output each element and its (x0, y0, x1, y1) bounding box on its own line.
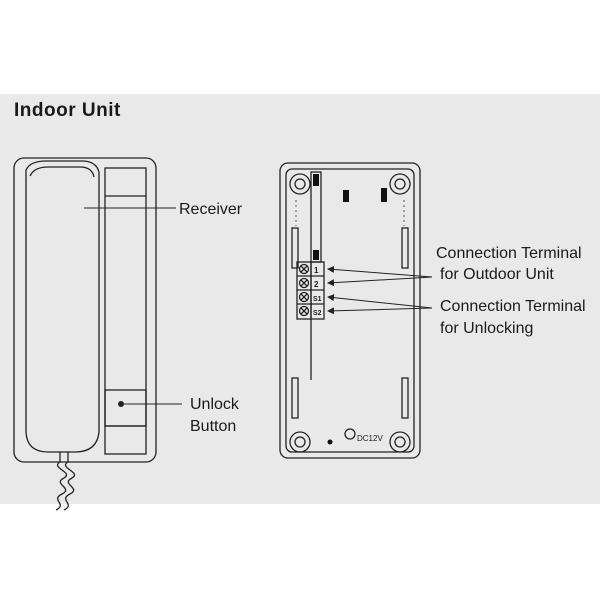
screw-boss-top-right (389, 173, 411, 195)
terminal-label-1: 1 (314, 266, 319, 275)
back-housing (279, 162, 421, 459)
terminal-screw-1-cross (300, 265, 308, 273)
terminal-label-s1: S1 (313, 296, 322, 303)
mount-slot-right (381, 188, 387, 202)
front-housing (13, 157, 157, 463)
outdoor-terminal-label-line2: for Outdoor Unit (440, 266, 554, 283)
channel-clip-top (313, 174, 319, 186)
back-view (279, 162, 421, 459)
back-inner-frame (285, 168, 415, 453)
rail-left-bottom (291, 377, 299, 419)
coiled-cord (55, 461, 67, 511)
arrow-outdoor-2 (327, 276, 433, 287)
terminal-screw-s1-cross (300, 293, 308, 301)
mic-hole (327, 439, 333, 445)
unlocking-terminal-label-line1: Connection Terminal (440, 298, 586, 315)
back-texture-lines (295, 200, 405, 226)
mount-slot-left (343, 190, 349, 202)
rail-left-top (291, 227, 299, 269)
unlock-label-line1: Unlock (190, 396, 239, 413)
terminal-screw-2 (298, 277, 310, 289)
terminal-screw-1 (298, 263, 310, 275)
outdoor-terminal-label-line1: Connection Terminal (436, 245, 582, 262)
arrow-outdoor-1 (327, 265, 433, 278)
terminal-screw-s2 (298, 305, 310, 317)
channel-clip-bottom (313, 250, 319, 260)
power-label: DC12V (357, 434, 383, 443)
unlock-button (104, 389, 147, 427)
unlock-label-line2: Button (190, 418, 237, 435)
receiver-handset (25, 160, 100, 453)
rail-right-top (401, 227, 409, 269)
side-column (104, 167, 147, 455)
terminal-arrows (327, 265, 433, 315)
terminal-screw-s1 (298, 291, 310, 303)
screw-boss-bottom-left (289, 431, 311, 453)
screw-boss-top-left (289, 173, 311, 195)
screw-hole-top-right (394, 178, 406, 190)
terminal-screw-s2-cross (300, 307, 308, 315)
terminal-screw-2-cross (300, 279, 308, 287)
receiver-label: Receiver (179, 201, 243, 218)
rail-right-bottom (401, 377, 409, 419)
screw-hole-top-left (294, 178, 306, 190)
arrow-unlock-s2 (327, 307, 433, 315)
unlock-button-mark (118, 401, 124, 407)
screw-boss-bottom-right (389, 431, 411, 453)
terminal-label-2: 2 (314, 280, 319, 289)
screw-hole-bottom-left (294, 436, 306, 448)
cord-base (59, 452, 69, 462)
diagram-title: Indoor Unit (14, 100, 121, 121)
receiver-top-edge (29, 166, 95, 178)
terminal-label-s2: S2 (313, 310, 322, 317)
unlocking-terminal-label-line2: for Unlocking (440, 320, 534, 337)
screw-hole-bottom-right (394, 436, 406, 448)
power-socket (344, 428, 356, 440)
coiled-cord-inner (63, 461, 75, 511)
front-view (13, 157, 157, 511)
arrow-unlock-s1 (327, 294, 433, 309)
